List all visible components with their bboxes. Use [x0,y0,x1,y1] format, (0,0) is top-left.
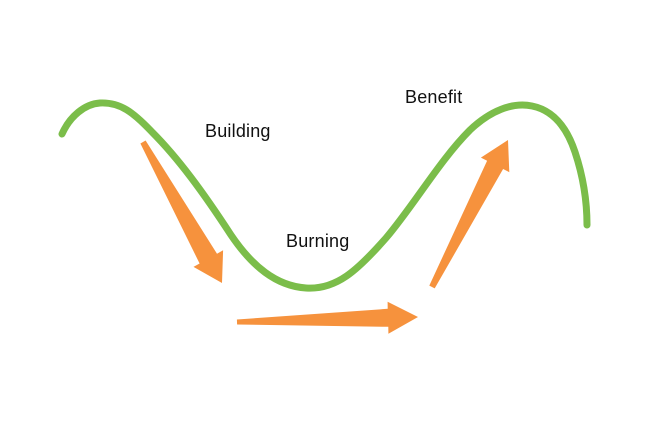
down-right-arrow-icon [140,140,224,283]
label-building: Building [205,121,271,141]
label-benefit: Benefit [405,87,463,107]
right-arrow-icon [236,301,418,334]
label-burning: Burning [286,231,350,251]
up-right-arrow-icon [429,140,510,289]
valley-curve [58,99,591,292]
